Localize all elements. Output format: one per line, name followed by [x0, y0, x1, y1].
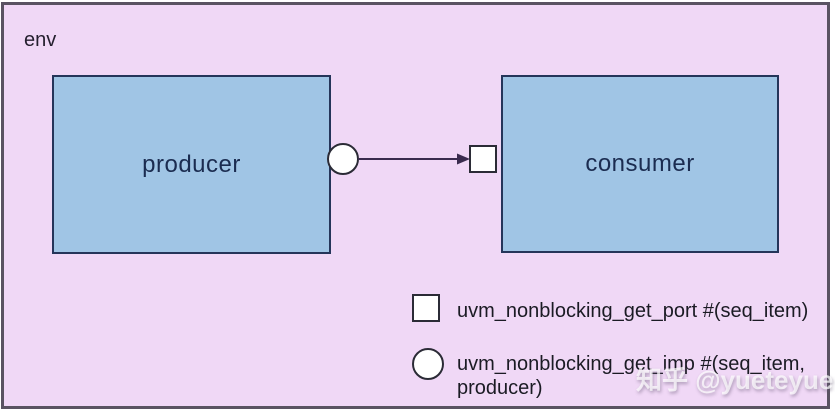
producer-label: producer — [142, 150, 241, 178]
producer-box: producer — [52, 75, 331, 254]
get-imp-circle-icon — [327, 143, 359, 175]
connection-arrow — [358, 153, 470, 165]
legend-get-imp-label: uvm_nonblocking_get_imp #(seq_item, prod… — [457, 353, 805, 399]
get-port-square-icon — [469, 145, 497, 173]
env-label: env — [24, 29, 57, 51]
env-container-box: env producer consumer — [1, 2, 830, 409]
legend-square-icon — [412, 294, 440, 322]
consumer-box: consumer — [501, 75, 779, 253]
legend-circle-icon — [412, 348, 444, 380]
consumer-label: consumer — [585, 150, 695, 177]
legend-get-port-label: uvm_nonblocking_get_port #(seq_item) — [457, 300, 809, 322]
